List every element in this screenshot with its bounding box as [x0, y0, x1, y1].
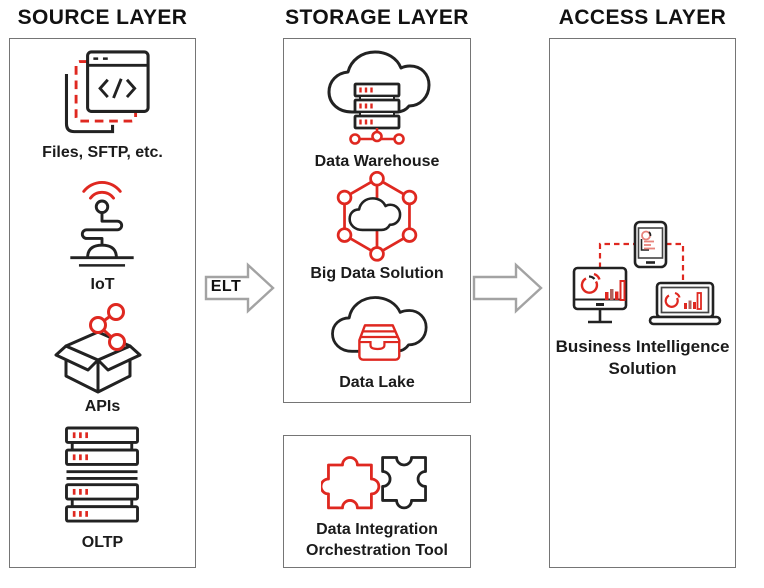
orchestration-box — [283, 435, 471, 568]
oltp-icon — [65, 426, 139, 523]
files-sftp-label: Files, SFTP, etc. — [42, 144, 163, 161]
orchestration-label-line2: Orchestration Tool — [306, 542, 448, 559]
business-intelligence-icon — [572, 220, 722, 326]
data-lake-icon — [331, 296, 428, 361]
iot-icon — [70, 181, 134, 267]
access-layer-title: ACCESS LAYER — [558, 6, 727, 29]
iot-label: IoT — [90, 276, 115, 293]
bi-label-line1: Business Intelligence — [555, 337, 730, 356]
orchestration-label-line1: Data Integration — [316, 521, 438, 538]
storage-to-access-arrow — [472, 262, 543, 314]
big-data-icon — [336, 171, 418, 262]
data-lake-label: Data Lake — [339, 374, 415, 391]
apis-icon — [54, 303, 142, 394]
bi-label-line2: Solution — [608, 359, 677, 378]
big-data-label: Big Data Solution — [310, 265, 444, 282]
apis-label: APIs — [84, 398, 121, 415]
oltp-label: OLTP — [81, 534, 124, 551]
elt-arrow-label: ELT — [210, 278, 242, 295]
elt-arrow — [204, 262, 275, 314]
files-sftp-icon — [64, 50, 150, 134]
storage-layer-title: STORAGE LAYER — [285, 6, 469, 29]
orchestration-puzzle-icon — [321, 456, 427, 510]
data-warehouse-icon — [327, 50, 431, 145]
data-warehouse-label: Data Warehouse — [314, 153, 440, 170]
source-layer-title: SOURCE LAYER — [17, 6, 188, 29]
